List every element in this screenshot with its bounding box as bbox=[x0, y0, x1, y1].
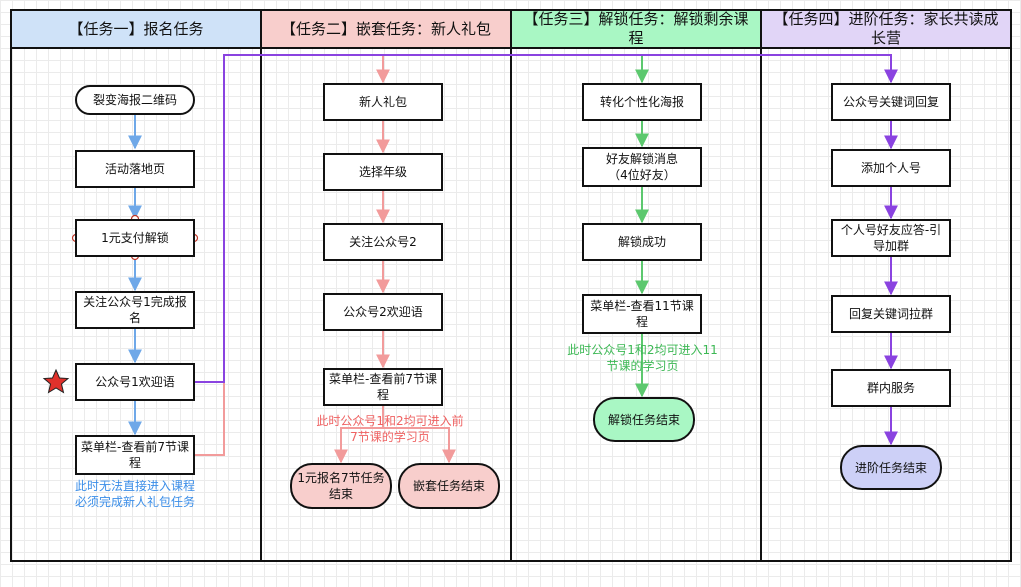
node-pay-unlock[interactable]: 1元支付解锁 bbox=[75, 219, 195, 257]
node-keyword-pull-group[interactable]: 回复关键词拉群 bbox=[831, 295, 951, 333]
node-keyword-reply[interactable]: 公众号关键词回复 bbox=[831, 83, 951, 121]
link-l1-to-l2 bbox=[195, 90, 225, 456]
lane-4-header: 【任务四】进阶任务：家长共读成长营 bbox=[762, 10, 1010, 49]
node-menu-first7-l2[interactable]: 菜单栏-查看前7节课程 bbox=[323, 368, 443, 406]
note-lane1: 此时无法直接进入课程 必须完成新人礼包任务 bbox=[74, 479, 195, 509]
lane-2-header: 【任务二】嵌套任务：新人礼包 bbox=[262, 11, 510, 49]
node-advanced-task-end[interactable]: 进阶任务结束 bbox=[840, 445, 942, 490]
node-pay-7-end[interactable]: 1元报名7节任务结束 bbox=[290, 463, 392, 509]
node-personal-reply-group[interactable]: 个人号好友应答-引导加群 bbox=[831, 219, 951, 257]
node-landing-page[interactable]: 活动落地页 bbox=[75, 150, 195, 188]
link-l1-to-l4 bbox=[195, 54, 898, 383]
node-add-personal[interactable]: 添加个人号 bbox=[831, 149, 951, 187]
node-menu-first7[interactable]: 菜单栏-查看前7节课程 bbox=[75, 435, 195, 475]
note-lane2: 此时公众号1和2均可进入前 7节课的学习页 bbox=[316, 414, 464, 444]
node-fission-poster-qr[interactable]: 裂变海报二维码 bbox=[75, 85, 195, 115]
note-lane3: 此时公众号1和2均可进入11 节课的学习页 bbox=[567, 343, 718, 373]
node-group-service[interactable]: 群内服务 bbox=[831, 369, 951, 407]
arrow-l2-split-right bbox=[383, 427, 456, 464]
node-menu-11[interactable]: 菜单栏-查看11节课程 bbox=[582, 294, 702, 334]
node-friend-unlock-msg[interactable]: 好友解锁消息 （4位好友） bbox=[582, 147, 702, 187]
node-nested-task-end[interactable]: 嵌套任务结束 bbox=[398, 463, 500, 509]
node-account2-welcome[interactable]: 公众号2欢迎语 bbox=[323, 293, 443, 331]
node-unlock-task-end[interactable]: 解锁任务结束 bbox=[593, 397, 695, 442]
node-select-grade[interactable]: 选择年级 bbox=[323, 153, 443, 191]
node-unlock-success[interactable]: 解锁成功 bbox=[582, 223, 702, 261]
node-account1-welcome[interactable]: 公众号1欢迎语 bbox=[75, 363, 195, 401]
node-follow-account1[interactable]: 关注公众号1完成报名 bbox=[75, 291, 195, 329]
node-follow-account2[interactable]: 关注公众号2 bbox=[323, 223, 443, 261]
arrow-l2-split bbox=[334, 406, 384, 464]
star-icon bbox=[42, 368, 70, 394]
swimlane-4: 【任务四】进阶任务：家长共读成长营 bbox=[760, 9, 1012, 562]
node-personal-poster[interactable]: 转化个性化海报 bbox=[582, 83, 702, 121]
lane-3-header: 【任务三】解锁任务：解锁剩余课程 bbox=[512, 10, 760, 49]
node-newbie-gift[interactable]: 新人礼包 bbox=[323, 83, 443, 121]
swimlane-1: 【任务一】报名任务 bbox=[10, 9, 262, 562]
lane-1-header: 【任务一】报名任务 bbox=[12, 11, 260, 49]
swimlane-2: 【任务二】嵌套任务：新人礼包 bbox=[260, 9, 512, 562]
